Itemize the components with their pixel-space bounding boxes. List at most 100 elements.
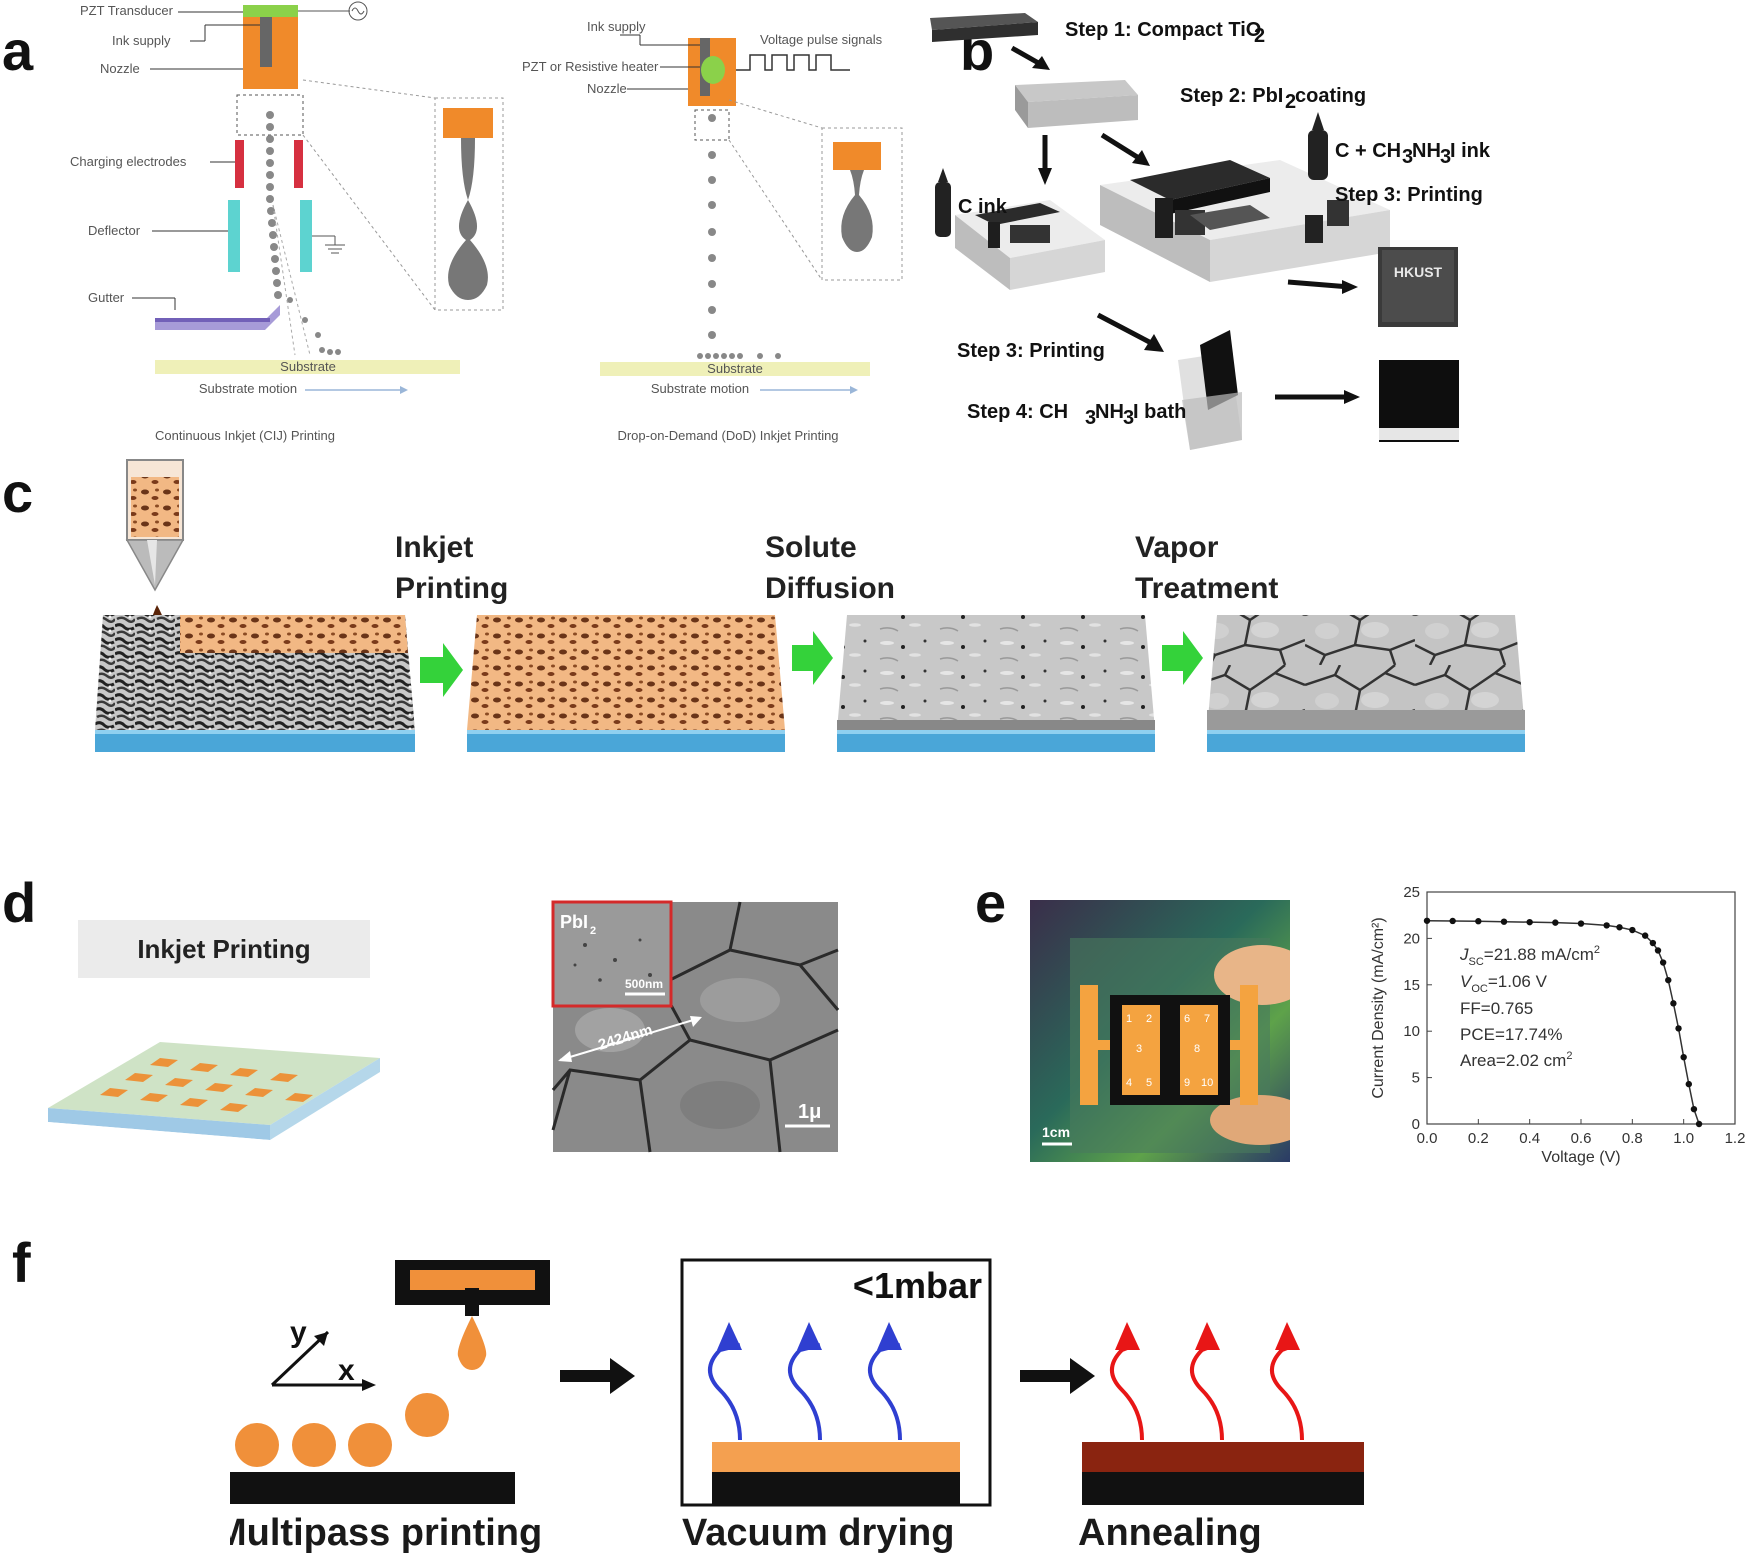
svg-text:Voltage pulse signals: Voltage pulse signals xyxy=(760,32,883,47)
compact-tio2-slab xyxy=(930,13,1038,30)
x-tick-label: 1.2 xyxy=(1725,1130,1746,1147)
gutter xyxy=(155,305,280,330)
panel-e-photo: 1 2 3 4 5 6 7 8 9 10 1cm xyxy=(1030,900,1290,1162)
svg-text:Drop-on-Demand (DoD) Inkjet Pr: Drop-on-Demand (DoD) Inkjet Printing xyxy=(617,428,838,443)
step-arrow-1 xyxy=(560,1358,635,1394)
c-ink-bottle xyxy=(935,168,951,237)
y-tick-label: 20 xyxy=(1403,930,1420,947)
step-arrow-2 xyxy=(1020,1358,1095,1394)
svg-text:Multipass printing: Multipass printing xyxy=(230,1512,542,1554)
svg-text:C ink: C ink xyxy=(958,196,1008,218)
svg-text:2: 2 xyxy=(1146,1013,1152,1025)
charging-electrode-left xyxy=(235,140,244,188)
svg-text:2: 2 xyxy=(590,925,596,937)
finger xyxy=(1214,945,1290,1005)
svg-text:Deflector: Deflector xyxy=(88,223,141,238)
jv-data-point xyxy=(1654,947,1662,954)
substrate-1 xyxy=(230,1472,515,1504)
film-stage-3 xyxy=(837,615,1155,752)
jv-data-point xyxy=(1665,976,1672,984)
svg-text:y: y xyxy=(290,1316,307,1349)
dod-droplets xyxy=(697,114,781,359)
svg-text:NH: NH xyxy=(1095,401,1124,423)
dod-droplet xyxy=(841,170,873,252)
svg-text:I bath: I bath xyxy=(1133,401,1186,423)
red-arrow-head-1 xyxy=(1115,1322,1140,1350)
x-tick-label: 0.8 xyxy=(1622,1130,1643,1147)
printed-substrate xyxy=(48,1042,380,1125)
pbi2-inset xyxy=(551,900,673,1008)
svg-text:Step 3: Printing: Step 3: Printing xyxy=(1335,184,1483,206)
printed-droplets xyxy=(235,1393,449,1467)
c-mai-ink-bottle xyxy=(1308,112,1328,180)
jv-data-point xyxy=(1670,1000,1677,1007)
printed-pads xyxy=(100,1058,313,1112)
svg-text:1: 1 xyxy=(1126,1013,1132,1025)
svg-text:Diffusion: Diffusion xyxy=(765,572,895,605)
svg-text:Step 3: Printing: Step 3: Printing xyxy=(957,340,1105,362)
panel-label-d: d xyxy=(2,871,37,934)
svg-text:Nozzle: Nozzle xyxy=(100,61,140,76)
inkjet-printing-banner xyxy=(78,920,370,978)
print-head xyxy=(395,1260,550,1370)
y-axis-label: Current Density (mA/cm²) xyxy=(1370,917,1387,1098)
svg-text:Printing: Printing xyxy=(395,572,508,605)
cij-substrate xyxy=(155,360,460,374)
big-printer xyxy=(1100,160,1390,282)
annealed-film xyxy=(1082,1442,1364,1474)
svg-text:PZT Transducer: PZT Transducer xyxy=(80,3,174,18)
ac-source-icon xyxy=(348,1,368,21)
x-axis-label: Voltage (V) xyxy=(1541,1149,1620,1166)
x-tick-label: 0.2 xyxy=(1468,1130,1489,1147)
jv-series-points xyxy=(1423,917,1703,1128)
svg-text:Vapor: Vapor xyxy=(1135,531,1219,564)
svg-text:3: 3 xyxy=(1136,1043,1142,1055)
svg-text:Gutter: Gutter xyxy=(88,290,125,305)
dod-schematic: Substrate Substrate motion Drop-on-Deman… xyxy=(522,19,903,443)
svg-text:Substrate: Substrate xyxy=(707,361,763,376)
jv-data-point xyxy=(1649,939,1657,947)
jv-data-point xyxy=(1659,959,1667,966)
svg-text:Ink supply: Ink supply xyxy=(112,33,171,48)
svg-text:Step 2: PbI: Step 2: PbI xyxy=(1180,85,1283,107)
panel-label-a: a xyxy=(2,19,34,82)
svg-text:Nozzle: Nozzle xyxy=(587,81,627,96)
panel-c-diagram: Inkjet Printing Solute Diffusion Vapor T… xyxy=(95,459,1525,752)
svg-text:2: 2 xyxy=(1254,25,1265,47)
cij-zoom-inset xyxy=(434,97,504,311)
cell-numbers: 1 2 3 4 5 6 7 8 9 10 xyxy=(1126,1013,1213,1089)
jv-data-point xyxy=(1449,917,1456,925)
x-tick-label: 1.0 xyxy=(1673,1130,1694,1147)
svg-text:Inkjet Printing: Inkjet Printing xyxy=(137,934,310,964)
deflector-right xyxy=(300,200,312,272)
svg-text:Vacuum drying: Vacuum drying xyxy=(682,1512,954,1554)
blue-evaporation-arrows xyxy=(708,1343,902,1441)
film-stage-1 xyxy=(95,615,415,752)
svg-text:1μ: 1μ xyxy=(798,1101,821,1123)
deflector-left xyxy=(228,200,240,272)
panel-a-diagram: Substrate Substrate motion Continuous In… xyxy=(70,1,903,443)
jv-data-point xyxy=(1629,926,1636,934)
svg-text:PCE=17.74%: PCE=17.74% xyxy=(1460,1025,1563,1044)
jv-data-point xyxy=(1685,1080,1692,1088)
panel-label-f: f xyxy=(12,1231,31,1294)
red-arrow-head-3 xyxy=(1275,1322,1300,1350)
blue-arrow-head-2 xyxy=(797,1322,822,1350)
svg-text:coating: coating xyxy=(1295,85,1366,107)
xy-axes-icon: y x xyxy=(270,1316,376,1391)
panel-d-diagram: Inkjet Printing PbI 2 500nm 2424nm 1μ xyxy=(48,900,840,1153)
jv-data-point xyxy=(1690,1105,1698,1113)
jv-data-point xyxy=(1500,918,1508,925)
jv-data-point xyxy=(1526,918,1533,926)
x-tick-label: 0.4 xyxy=(1519,1130,1540,1147)
svg-text:8: 8 xyxy=(1194,1043,1200,1055)
svg-text:Step 4: CH: Step 4: CH xyxy=(967,401,1068,423)
panel-label-e: e xyxy=(975,871,1007,934)
svg-text:x: x xyxy=(338,1354,355,1387)
svg-text:10: 10 xyxy=(1201,1077,1213,1089)
svg-text:Treatment: Treatment xyxy=(1135,572,1278,605)
y-tick-label: 10 xyxy=(1403,1023,1420,1040)
jv-data-point xyxy=(1641,932,1649,939)
y-tick-label: 25 xyxy=(1403,884,1420,901)
